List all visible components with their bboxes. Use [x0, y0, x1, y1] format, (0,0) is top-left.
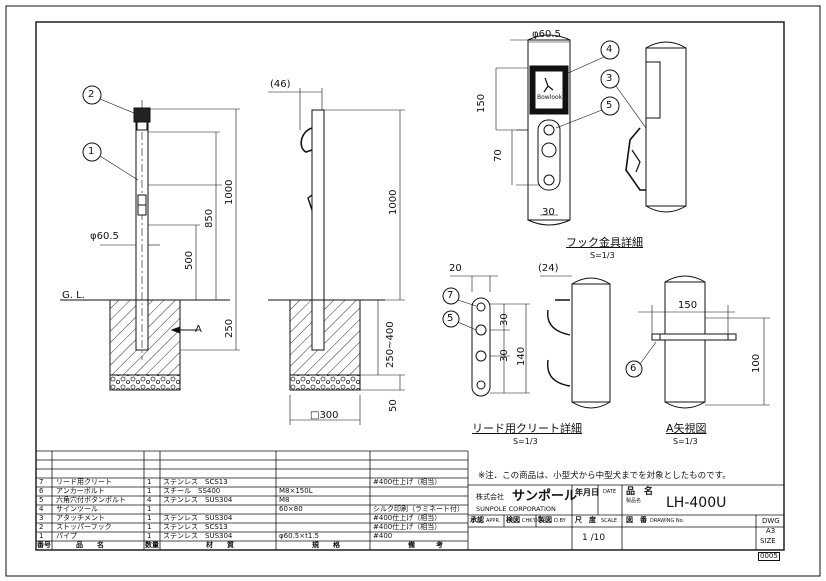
check-label: 検図: [506, 516, 520, 524]
table-row: 3 アタッチメント 1 ステンレス SUS304 #400仕上げ（相当）: [39, 514, 442, 522]
hook-title: フック金具詳細: [566, 236, 643, 249]
front-view: [60, 85, 240, 391]
balloon-2-label: 2: [88, 89, 95, 100]
scale-value: 1 /10: [582, 533, 606, 543]
cleat-h140: 140: [516, 346, 527, 366]
scale-label: 尺 度: [575, 516, 596, 524]
cleat-title: リード用クリート詳細: [472, 422, 582, 435]
cleat-scale: S=1/3: [513, 437, 538, 446]
dwg-label: 図 番: [626, 516, 647, 524]
balloon-1-label: 1: [88, 146, 95, 157]
aview-w150: 150: [678, 300, 698, 311]
table-row: 1 パイプ 1 ステンレス SUS304 φ60.5×t1.5 #400: [39, 532, 393, 540]
side-w46: (46): [270, 79, 291, 90]
dwg-code: DWG: [762, 517, 780, 525]
footnote: ※注．この商品は、小型犬から中型犬までを対象としたものです。: [478, 471, 731, 481]
side-sq300: □300: [310, 410, 339, 421]
balloon-5b-label: 5: [447, 313, 454, 324]
hook-scale: S=1/3: [590, 251, 615, 260]
front-dia-label: φ60.5: [90, 231, 119, 242]
balloon-4-label: 4: [606, 44, 613, 55]
balloon-6-label: 6: [630, 363, 637, 374]
corner-code: 0005: [758, 552, 780, 561]
cleat-w20: 20: [449, 263, 462, 274]
table-row: 7 リード用クリート 1 ステンレス SCS13 #400仕上げ（相当）: [39, 478, 442, 486]
dwg-en: DRAWING No.: [650, 518, 685, 524]
approve-en: APPR.: [486, 518, 501, 524]
cleat-h30a: 30: [499, 313, 510, 326]
a-view: [625, 275, 770, 409]
side-h1000: 1000: [388, 189, 399, 215]
hook-dia: φ60.5: [532, 29, 561, 40]
hook-detail: [495, 34, 687, 226]
cleat-w24: (24): [538, 263, 559, 274]
side-h250-400: 250~400: [385, 321, 396, 368]
parts-table-grid: [36, 450, 784, 550]
drawn-label: 製図: [538, 516, 552, 524]
front-h1000: 1000: [224, 179, 235, 205]
front-h250: 250: [224, 318, 235, 338]
aview-title: A矢視図: [666, 422, 707, 435]
front-h850: 850: [204, 208, 215, 228]
name-label: 品 名: [626, 487, 654, 497]
table-row: 5 六角穴付ボタンボルト 4 ステンレス SUS304 M8: [39, 496, 290, 504]
balloon-7-label: 7: [447, 290, 454, 301]
table-row: 2 ストッパーフック 1 ステンレス SCS13 #400仕上げ（相当）: [39, 523, 442, 531]
side-view: [268, 88, 405, 425]
approve-label: 承認: [470, 516, 484, 524]
side-h50: 50: [388, 399, 399, 412]
company-prefix: 株式会社: [476, 493, 504, 501]
company-en: SUNPOLE CORPORATION: [476, 505, 556, 513]
side-foundation: [289, 299, 361, 376]
balloon-3-label: 3: [606, 73, 613, 84]
scale-en: SCALE: [601, 518, 618, 524]
table-row: 6 アンカーボルト 1 スチール SS400 M8×150L: [39, 487, 313, 495]
table-row: 4 サインツール 1 60×80 シルク印刷（ラミネート付）: [39, 505, 464, 513]
name-sub: 製品名: [626, 498, 642, 504]
size-label: SIZE: [760, 537, 776, 545]
paper-size: A3: [766, 527, 776, 535]
cleat-detail: [442, 275, 611, 409]
side-pole: [311, 109, 325, 351]
aview-h100: 100: [751, 353, 762, 373]
date-label: 年月日: [575, 488, 599, 497]
hook-h70: 70: [493, 149, 504, 162]
sheet-border-inner: [35, 21, 785, 551]
drawn-en: D.BY: [554, 518, 566, 524]
front-gl-label: G. L.: [62, 290, 85, 301]
product-number: LH-400U: [666, 495, 727, 511]
aview-scale: S=1/3: [673, 437, 698, 446]
sheet-border-outer: [5, 5, 821, 577]
hook-w30: 30: [542, 207, 555, 218]
cleat-h30b: 30: [499, 349, 510, 362]
table-header: 番号 品 名 数量 材 質 規 格 備 考: [37, 541, 443, 549]
date-en: DATE: [603, 489, 617, 495]
front-h500: 500: [184, 250, 195, 270]
balloon-5a-label: 5: [606, 100, 613, 111]
company-name: サンポール: [512, 489, 578, 504]
sign-brand: Bowlook: [537, 94, 563, 101]
hook-h150: 150: [476, 93, 487, 113]
check-en: CHK'D: [522, 518, 538, 524]
front-arrow-a: A: [195, 324, 202, 335]
